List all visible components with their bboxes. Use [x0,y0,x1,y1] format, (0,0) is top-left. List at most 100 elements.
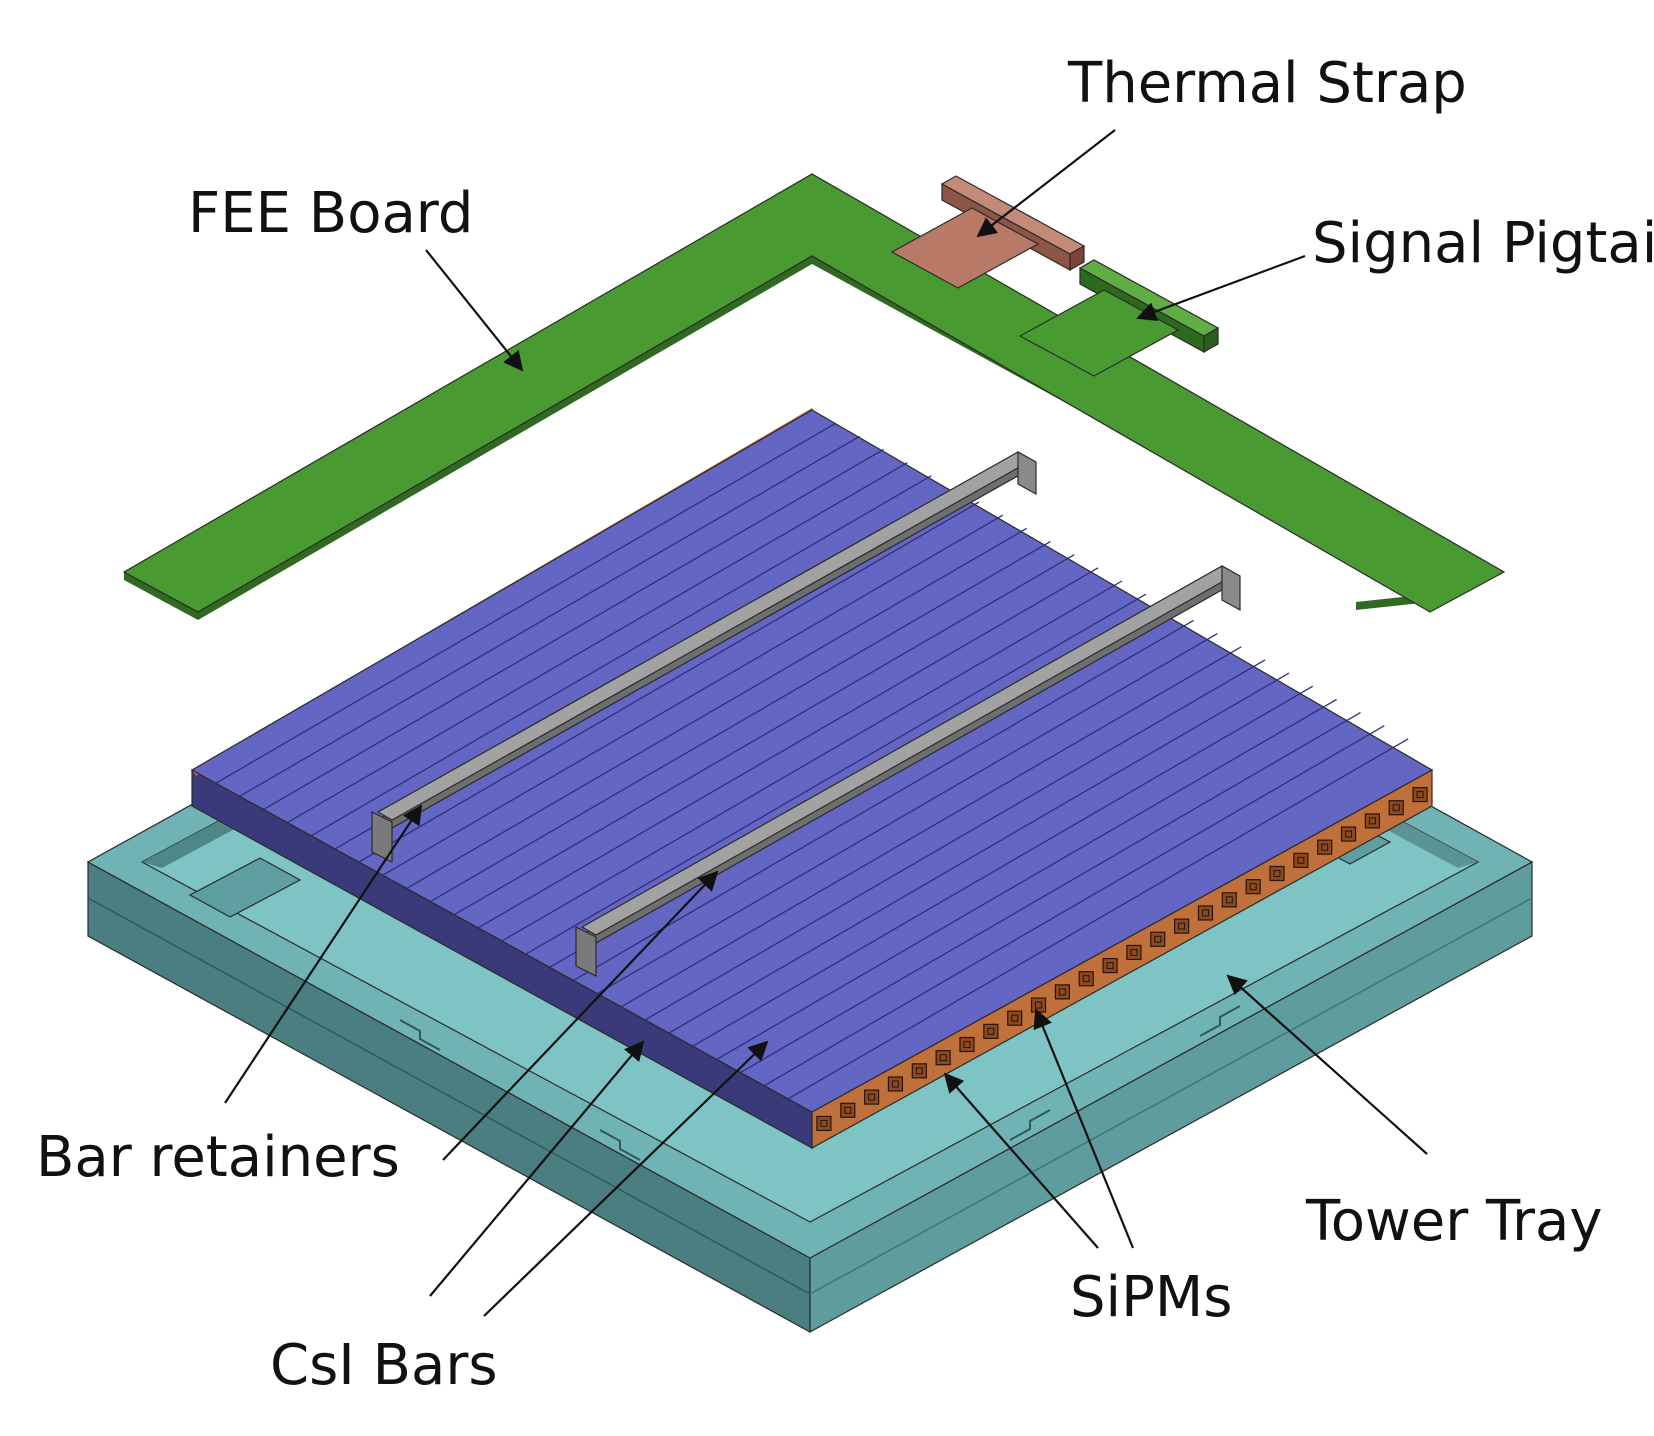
sipm-unit [1221,892,1237,908]
csi-bar-divider [573,619,1194,982]
sipm-sensor [915,1067,923,1075]
csi-bar-divider [644,659,1266,1021]
csi-bar-divider [263,448,884,811]
sipm-unit [983,1023,999,1039]
sipm-unit [1317,839,1333,855]
fee-board-label: FEE Board [188,181,473,246]
bar-retainer-2 [575,564,1241,977]
sipm-units [816,786,1428,1132]
thermal-strap-plate [890,207,1040,289]
sipm-sensor [1321,843,1329,851]
csi-bar-divider [525,593,1147,955]
sipm-unit [1293,852,1309,868]
sipm-unit [1197,905,1214,921]
csi-bar-divider [787,738,1409,1100]
bar-retainers-label: Bar retainers [36,1125,400,1190]
csi-bar-divider [477,567,1099,929]
thermal-strap-label: Thermal Strap [1067,51,1467,116]
sipm-sensor [868,1093,876,1101]
csi-bar-divider [215,422,837,784]
bar-retainer-1 [371,450,1037,863]
sipm-unit [935,1050,951,1066]
sipm-unit [911,1063,927,1079]
sipm-unit [1388,800,1404,816]
sipm-unit [1364,813,1380,829]
sipm-sensor [1011,1014,1019,1022]
sipm-unit [816,1115,832,1132]
csi-bar-divider [239,435,861,797]
csi-bar-divider [501,580,1123,942]
thermal-strap [890,175,1086,289]
sipm-sensor [1225,896,1233,904]
sipm-sensor [1368,817,1376,825]
csi-bar-divider [382,514,1004,876]
tower-tray-label: Tower Tray [1305,1189,1603,1254]
sipm-unit [840,1102,856,1118]
csi-bar-dividers [215,422,1409,1100]
fee-board-leader [425,249,524,372]
sipm-sensor [844,1106,852,1114]
sipm-sensor [1416,791,1424,799]
csi-bars-label: CsI Bars [270,1333,498,1398]
thermal-strap-leader [976,129,1116,238]
csi-bar-divider [453,554,1075,916]
signal-pigtail-label: Signal Pigtail [1312,211,1654,276]
sipm-sensor [820,1119,828,1127]
sipms-leader-1 [943,1072,1099,1249]
sipm-unit [959,1036,975,1053]
sipm-unit [1078,971,1094,987]
sipm-unit [1150,931,1166,947]
csi-bar-divider [310,475,932,837]
csi-bar-divider [763,725,1385,1087]
signal-pigtail-leader [1136,254,1306,322]
sipm-unit [864,1089,880,1105]
sipm-sensor [1035,1001,1043,1009]
sipms-label: SiPMs [1070,1265,1232,1330]
leader-lines [224,129,1428,1317]
csi-bar-divider [597,633,1218,995]
fee-board [122,173,1506,620]
sipm-sensor [963,1041,971,1048]
sipm-sensor [1178,922,1186,930]
sipm-sensor [1082,975,1090,983]
csi-bar-divider [620,646,1242,1008]
sipm-unit [1054,984,1070,1000]
csi-bar-divider [358,501,980,863]
sipm-unit [1102,957,1118,974]
csi-bar-divider [716,698,1337,1060]
sipm-unit [1340,826,1357,842]
sipm-sensor [1058,988,1066,996]
sipm-unit [1030,997,1047,1013]
csi-bars-leader-2 [483,1040,769,1317]
sipm-sensor [1345,830,1353,838]
tower-tray-leader [1226,974,1428,1155]
csi-bar-divider [668,672,1290,1034]
sipm-unit [1007,1010,1023,1026]
csi-bar-layer [190,408,1434,1150]
csi-bar-divider [740,711,1361,1074]
sipm-sensor [1106,962,1114,970]
sipm-unit [1126,944,1142,961]
csi-bar-divider [430,540,1051,903]
csi-bar-divider [692,685,1314,1047]
sipm-sensor [1249,883,1257,891]
sipm-sensor [1392,804,1400,812]
sipm-sensor [1130,948,1138,956]
csi-bar-divider [406,527,1027,889]
fee-board-edge [124,572,198,620]
sipm-sensor [1154,935,1162,943]
sipm-sensor [987,1027,995,1035]
sipm-sensor [891,1080,899,1088]
fee-board-top [122,173,1506,613]
sipm-unit [1245,879,1261,895]
csi-bar-divider [287,462,908,824]
sipm-sensor [1273,870,1281,877]
sipm-sensor [1297,856,1305,864]
csi-bars-leader-1 [429,1040,645,1297]
bar-retainers-leader-1 [224,804,423,1104]
sipm-unit [1269,865,1285,882]
sipm-sensor [939,1054,947,1062]
sipm-unit [1174,918,1190,934]
